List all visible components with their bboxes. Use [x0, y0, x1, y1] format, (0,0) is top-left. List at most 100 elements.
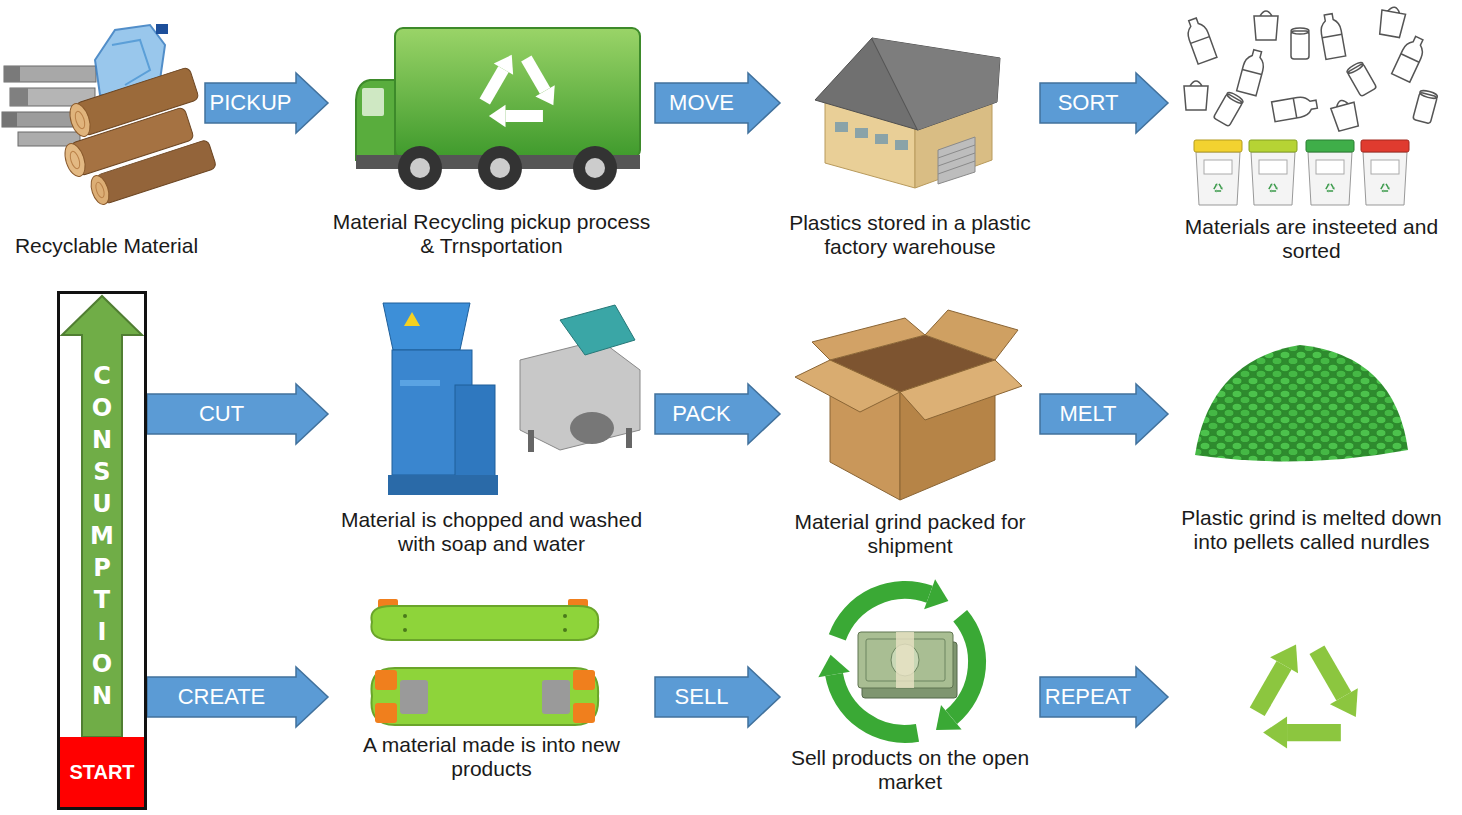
stage-caption: Sell products on the open market: [784, 746, 1036, 794]
grinder-machine-picture: [400, 380, 440, 386]
sorting-picture: [1363, 152, 1407, 205]
arrow-label: CREATE: [178, 684, 266, 710]
consumption-arrow: [62, 296, 142, 737]
block-arrow: [205, 73, 328, 133]
recyclable-material-picture: [68, 150, 81, 170]
sorting-picture: [1361, 140, 1409, 152]
money-cycle-picture: [951, 616, 977, 718]
pellet-heap-picture: [1195, 345, 1408, 461]
cardboard-box-picture: [812, 318, 925, 360]
sorting-picture: [1196, 152, 1240, 205]
warehouse-picture: [938, 145, 975, 158]
consumption-arrow: [62, 296, 142, 737]
skateboard-picture: [371, 668, 598, 725]
grinder-machine-picture: [404, 312, 420, 326]
recyclable-material-picture: [112, 40, 150, 85]
stage-caption: Material Recycling pickup process & Trns…: [332, 210, 651, 258]
recycling-truck-picture: [585, 158, 605, 178]
sorting-picture: [1249, 140, 1297, 152]
sorting-picture: [1413, 89, 1438, 124]
cardboard-box-picture: [925, 310, 1018, 360]
skateboard-picture: [371, 599, 598, 725]
sorting-picture: [1184, 81, 1208, 110]
sorting-picture: [1308, 152, 1352, 205]
stage-node: Material Recycling pickup process & Trns…: [328, 15, 655, 262]
recycling-truck-picture: [356, 80, 395, 160]
sorting-picture: [1371, 160, 1399, 174]
block-arrow: [1040, 384, 1168, 444]
recycle-symbol: [1237, 643, 1358, 768]
recyclable-material-picture: [10, 88, 28, 106]
sorting-picture: [1346, 61, 1377, 97]
skateboard-picture: [375, 703, 397, 723]
sorting-picture: [1259, 160, 1287, 174]
sorting-picture: [1251, 152, 1295, 205]
arrow-label: PACK: [672, 401, 730, 427]
recyclable-material-picture: [95, 139, 216, 204]
skateboard-picture: [371, 606, 598, 640]
skateboard-picture: [563, 614, 567, 618]
recycling-truck-picture: [362, 88, 384, 116]
block-arrow: [1040, 73, 1168, 133]
skateboard-picture: [403, 628, 407, 632]
money-cycle-picture: [924, 579, 948, 609]
recycling-truck-picture: [395, 28, 640, 158]
skateboard-picture: [573, 670, 595, 690]
grinder-machine-picture: [528, 430, 534, 452]
stage-node: Material is chopped and washed with soap…: [328, 290, 655, 560]
arrow-label: CUT: [199, 401, 244, 427]
block-arrow: [655, 384, 780, 444]
grinder-machine-picture: [560, 305, 635, 355]
sorting-picture: [1318, 13, 1345, 60]
grinder-machine-picture: [520, 340, 640, 450]
skateboard-picture: [542, 680, 570, 714]
block-arrow: [147, 667, 328, 727]
block-arrow: [655, 73, 780, 133]
stage-caption: Material grind packed for shipment: [784, 510, 1036, 558]
warehouse-picture: [938, 161, 975, 174]
repeat-block-arrow: [1040, 667, 1168, 727]
recyclable-material-picture: [156, 24, 168, 34]
skateboard-picture: [573, 703, 595, 723]
recycling-truck-picture: [471, 54, 555, 141]
cardboard-box-picture: [900, 360, 1022, 420]
grinder-machine-picture: [626, 428, 632, 448]
sorting-picture: [1254, 11, 1278, 40]
money-cycle-picture: [834, 675, 917, 734]
money-cycle-picture: [936, 705, 962, 730]
money-cycle-picture: [818, 579, 977, 734]
start-label: START: [69, 761, 134, 784]
arrow-label: MELT: [1059, 401, 1116, 427]
recyclable-material-picture: [2, 112, 17, 127]
warehouse-picture: [895, 140, 908, 150]
grinder-machine-picture: [455, 385, 495, 485]
stage-node: Sell products on the open market: [780, 580, 1040, 798]
warehouse-picture: [938, 137, 975, 184]
warehouse-picture: [855, 128, 868, 138]
stage-caption: Materials are insteeted and sorted: [1172, 215, 1451, 263]
sorting-picture: [1272, 94, 1319, 121]
money-cycle-picture: [837, 590, 929, 637]
grinder-machine-picture: [570, 412, 614, 444]
block-arrow: [655, 667, 780, 727]
warehouse-picture: [938, 153, 975, 166]
stage-node: Plastic grind is melted down into pellet…: [1168, 290, 1455, 558]
sorting-picture: [1183, 5, 1438, 205]
repeat-block-arrow: [1040, 667, 1168, 727]
recyclable-material-picture: [88, 139, 217, 206]
money-cycle-picture: [818, 655, 850, 678]
skateboard-picture: [400, 680, 428, 714]
sorting-picture: [1267, 183, 1278, 194]
grinder-machine-picture: [383, 303, 470, 350]
skateboard-picture: [375, 670, 397, 690]
recyclable-material-picture: [4, 66, 20, 82]
sorting-picture: [1204, 160, 1232, 174]
cardboard-box-picture: [795, 360, 900, 412]
sorting-picture: [1194, 140, 1242, 152]
pellet-heap-picture: [1195, 345, 1408, 461]
sorting-picture: [1379, 183, 1390, 194]
grinder-machine-picture: [383, 303, 640, 495]
arrow-label: REPEAT: [1045, 684, 1131, 710]
stage-node: Recyclable Material: [8, 15, 205, 262]
sorting-picture: [1213, 91, 1244, 127]
